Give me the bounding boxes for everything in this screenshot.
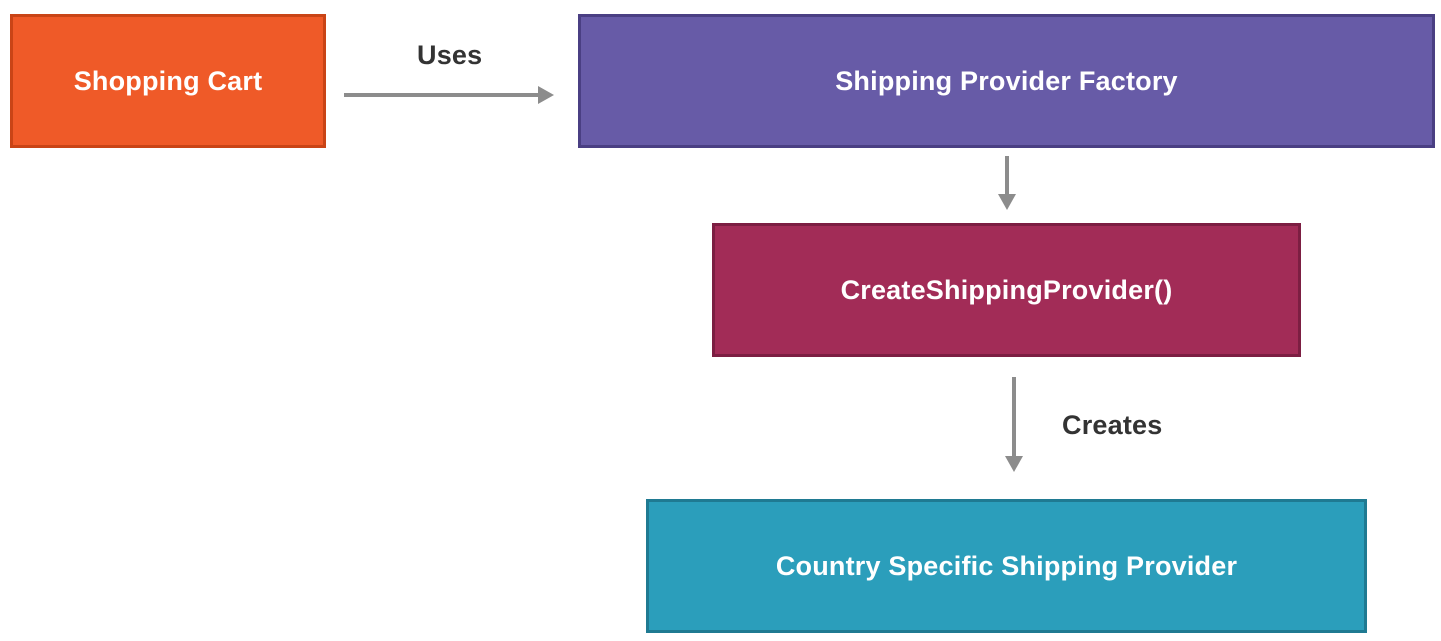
creates-arrow xyxy=(1005,377,1023,472)
uses-arrow xyxy=(344,86,554,104)
uses-edge-label: Uses xyxy=(417,40,483,70)
create-shipping-provider-label: CreateShippingProvider() xyxy=(840,274,1173,305)
country-specific-shipping-provider-box: Country Specific Shipping Provider xyxy=(646,499,1367,633)
country-specific-shipping-provider-label: Country Specific Shipping Provider xyxy=(775,550,1238,581)
factory-to-method-arrow xyxy=(998,156,1016,210)
shipping-provider-factory-box: Shipping Provider Factory xyxy=(578,14,1435,148)
creates-edge-label: Creates xyxy=(1062,410,1163,440)
shopping-cart-label: Shopping Cart xyxy=(73,65,263,96)
shopping-cart-box: Shopping Cart xyxy=(10,14,326,148)
create-shipping-provider-box: CreateShippingProvider() xyxy=(712,223,1301,357)
shipping-provider-factory-label: Shipping Provider Factory xyxy=(835,65,1178,96)
